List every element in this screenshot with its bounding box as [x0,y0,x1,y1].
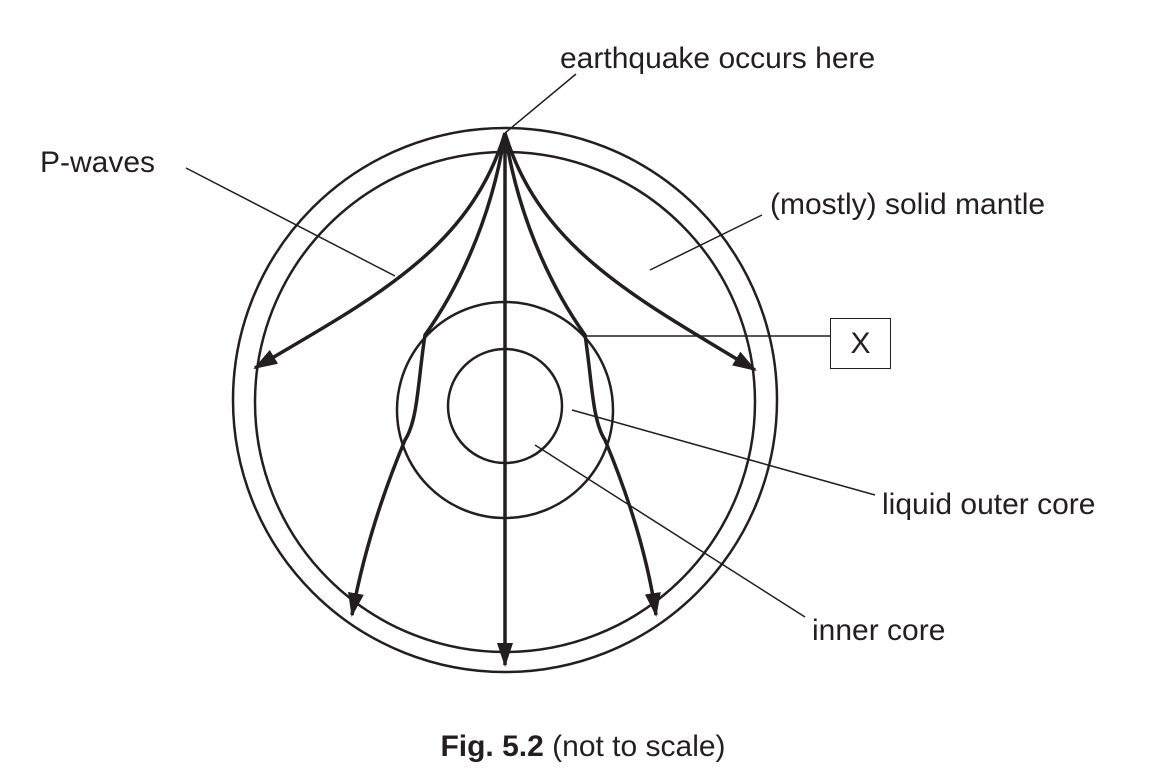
p-wave-path-inner-left [348,132,507,617]
p-wave-path-right [503,132,757,372]
leader-mantle [649,214,763,271]
p-wave-path-left [253,132,507,370]
label-earthquake: earthquake occurs here [560,42,876,75]
label-mantle: (mostly) solid mantle [770,188,1046,221]
crust-outer-circle [231,126,779,674]
label-p-waves: P-waves [40,146,156,179]
leader-inner-core [534,444,806,618]
figure-number: Fig. 5.2 [440,730,544,763]
leader-p-waves [185,167,396,277]
p-wave-path-inner-right [503,132,661,617]
leader-earthquake [504,73,577,134]
label-outer-core: liquid outer core [882,488,1096,521]
figure-caption: Fig. 5.2 (not to scale) [0,730,1166,764]
figure-note: (not to scale) [552,730,726,763]
leader-outer-core [571,409,876,496]
label-x-box: X [830,318,891,369]
label-inner-core: inner core [812,614,946,647]
